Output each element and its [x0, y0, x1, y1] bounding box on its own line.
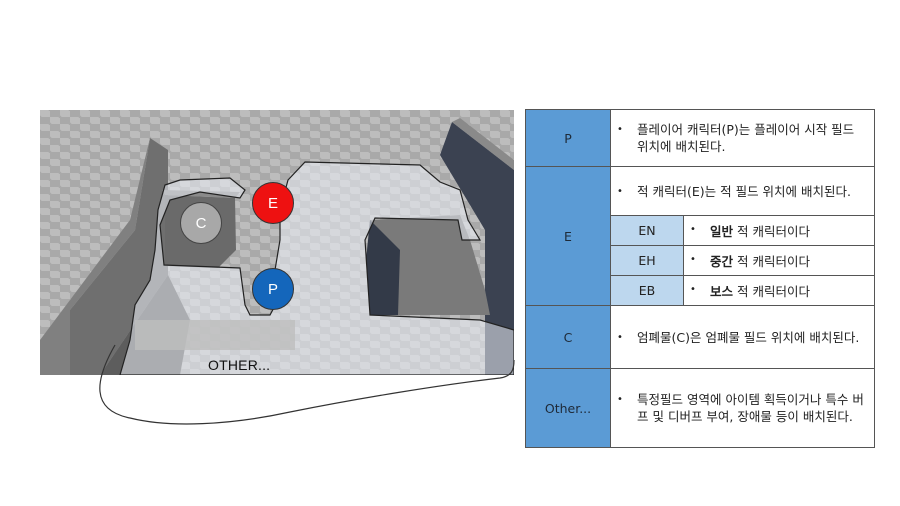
player-marker: P: [252, 268, 294, 310]
legend-desc: 엄폐물(C)은 엄폐물 필드 위치에 배치된다.: [637, 329, 860, 345]
legend-emphasis: 일반: [710, 224, 734, 239]
legend-desc: 플레이어 캐릭터(P)는 플레이어 시작 필드 위치에 배치된다.: [637, 122, 855, 154]
legend-desc: 적 캐릭터(E)는 적 필드 위치에 배치된다.: [637, 183, 851, 199]
legend-subkey: EB: [610, 275, 684, 306]
other-area-label: OTHER...: [208, 357, 271, 373]
legend-key: E: [525, 166, 611, 306]
legend-key: Other...: [525, 368, 611, 448]
legend-subkey: EN: [610, 215, 684, 246]
legend-row-cover: C • 엄폐물(C)은 엄폐물 필드 위치에 배치된다.: [525, 305, 875, 369]
legend-desc: 적 캐릭터이다: [733, 284, 810, 299]
bullet-icon: •: [690, 284, 696, 295]
legend-desc: 적 캐릭터이다: [733, 224, 810, 239]
legend-subrow-eb: EB • 보스 적 캐릭터이다: [526, 275, 875, 306]
bullet-icon: •: [690, 254, 696, 265]
bullet-icon: •: [617, 185, 623, 197]
enemy-label: E: [267, 194, 278, 212]
legend-table: P • 플레이어 캐릭터(P)는 플레이어 시작 필드 위치에 배치된다. E …: [525, 109, 875, 448]
legend-key: C: [525, 305, 611, 369]
legend-emphasis: 중간: [710, 254, 734, 269]
bullet-icon: •: [690, 224, 696, 235]
collectible-marker: C: [180, 202, 222, 244]
legend-desc: 적 캐릭터이다: [733, 254, 810, 269]
legend-subrow-en: EN • 일반 적 캐릭터이다: [526, 215, 875, 246]
bullet-icon: •: [617, 124, 623, 135]
level-geometry: [40, 118, 514, 375]
enemy-marker: E: [252, 182, 294, 224]
legend-emphasis: 보스: [710, 284, 734, 299]
bullet-icon: •: [617, 394, 623, 405]
collectible-label: C: [195, 214, 207, 232]
legend-subkey: EH: [610, 245, 684, 276]
legend-row-player: P • 플레이어 캐릭터(P)는 플레이어 시작 필드 위치에 배치된다.: [525, 109, 875, 167]
legend-key: P: [525, 109, 611, 167]
legend-row-enemy: E • 적 캐릭터(E)는 적 필드 위치에 배치된다.: [525, 166, 875, 306]
player-label: P: [267, 280, 278, 298]
legend-row-other: Other... • 특정필드 영역에 아이템 획득이거나 특수 버프 및 디버…: [525, 368, 875, 448]
legend-desc: 특정필드 영역에 아이템 획득이거나 특수 버프 및 디버프 부여, 장애물 등…: [637, 392, 864, 424]
level-scene: [40, 110, 514, 375]
bullet-icon: •: [617, 331, 623, 343]
